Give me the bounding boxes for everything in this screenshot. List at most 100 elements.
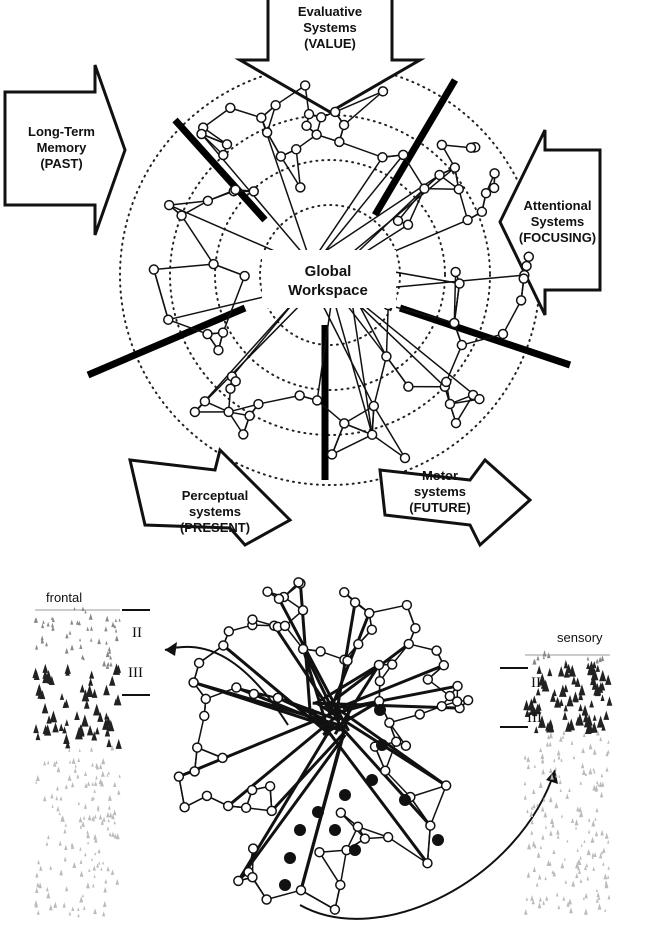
network-node (196, 128, 207, 140)
label-line: Systems (530, 214, 585, 229)
pyramidal-neuron (35, 780, 38, 784)
pyramidal-neuron (532, 866, 537, 872)
pyramidal-neuron (591, 852, 595, 857)
network-node (403, 638, 415, 650)
workspace-edge (315, 291, 375, 407)
network-node (299, 80, 311, 91)
network-node (273, 593, 285, 605)
pyramidal-neuron (605, 751, 609, 757)
network-node (366, 429, 378, 440)
curved-arrow-to-frontal (164, 645, 289, 726)
pyramidal-neuron (64, 663, 71, 674)
pyramidal-neuron (85, 684, 94, 698)
network-node (179, 802, 190, 813)
pyramidal-neuron (38, 882, 42, 889)
network-node (353, 638, 364, 650)
network-node (247, 843, 259, 854)
pyramidal-neuron (104, 727, 111, 737)
pyramidal-neuron (86, 724, 94, 736)
pyramidal-neuron (63, 856, 67, 862)
pyramidal-neuron (565, 793, 569, 799)
pyramidal-neuron (94, 726, 100, 735)
label-line: Motor (421, 468, 459, 483)
pyramidal-neuron (102, 816, 106, 822)
pyramidal-neuron (115, 738, 122, 749)
network-node (450, 266, 461, 278)
pyramidal-neuron (45, 886, 49, 892)
network-node (248, 186, 260, 197)
pyramidal-neuron (112, 663, 121, 675)
network-node (261, 127, 273, 138)
pyramidal-neuron (529, 811, 534, 818)
pyramidal-neuron (86, 830, 89, 834)
pyramidal-neuron (587, 817, 591, 822)
network-node (425, 820, 436, 831)
pyramidal-neuron (51, 625, 55, 631)
pyramidal-neuron (108, 648, 112, 654)
pyramidal-neuron (597, 683, 604, 693)
pyramidal-neuron (87, 841, 90, 845)
workspace-node-active (432, 834, 444, 846)
network-node (201, 790, 213, 802)
pyramidal-neuron (49, 710, 58, 723)
pyramidal-neuron (97, 848, 101, 854)
pyramidal-neuron (586, 662, 591, 669)
network-node (225, 383, 236, 394)
pyramidal-neuron (548, 796, 553, 803)
pyramidal-neuron (575, 862, 580, 869)
network-node (315, 646, 326, 657)
pyramidal-neuron (59, 795, 63, 801)
network-edge (331, 423, 345, 455)
network-node (521, 260, 532, 272)
network-node (295, 884, 307, 896)
pyramidal-neuron (64, 784, 68, 789)
pyramidal-neuron (89, 637, 93, 642)
network-node (315, 112, 327, 123)
pyramidal-neuron (583, 908, 588, 915)
workspace-node-active (284, 852, 296, 864)
network-node (414, 709, 426, 720)
network-node (221, 139, 233, 150)
pyramidal-neuron (81, 689, 90, 702)
pyramidal-neuron (117, 789, 121, 795)
network-node (380, 765, 391, 777)
pyramidal-neuron (105, 615, 109, 622)
pyramidal-neuron (97, 712, 104, 722)
workspace-edge (311, 174, 440, 262)
pyramidal-neuron (114, 618, 118, 622)
pyramidal-neuron (596, 729, 600, 736)
pyramidal-neuron (109, 655, 112, 660)
pyramidal-neuron (79, 825, 82, 829)
network-edge (461, 333, 504, 346)
pyramidal-neuron (102, 900, 107, 907)
pyramidal-neuron (526, 764, 530, 770)
pyramidal-neuron (606, 875, 610, 879)
pyramidal-neuron (76, 724, 85, 737)
network-node (384, 717, 395, 729)
pyramidal-neuron (581, 704, 589, 716)
pyramidal-neuron (63, 733, 70, 744)
module-arrow (3, 64, 127, 236)
network-node (266, 805, 277, 817)
pyramidal-neuron (530, 805, 534, 810)
network-node (474, 393, 485, 405)
pyramidal-neuron (69, 760, 72, 764)
pyramidal-neuron (551, 869, 555, 875)
label-line: Memory (36, 140, 87, 155)
network-node (364, 607, 375, 619)
pyramidal-neuron (578, 684, 586, 696)
pyramidal-neuron (64, 647, 69, 654)
network-edge (343, 90, 384, 126)
global-workspace-label: Global Workspace (268, 262, 388, 300)
pyramidal-neuron (107, 719, 115, 732)
pyramidal-neuron (64, 823, 67, 827)
network-node (401, 599, 413, 611)
perceptual-label: Perceptual systems (PRESENT) (165, 488, 265, 536)
pyramidal-neuron (107, 794, 112, 801)
network-node (218, 149, 229, 161)
network-node (352, 821, 364, 832)
pyramidal-neuron (91, 857, 94, 861)
pyramidal-neuron (104, 878, 108, 884)
network-edge (295, 149, 302, 188)
pyramidal-neuron (93, 908, 97, 915)
